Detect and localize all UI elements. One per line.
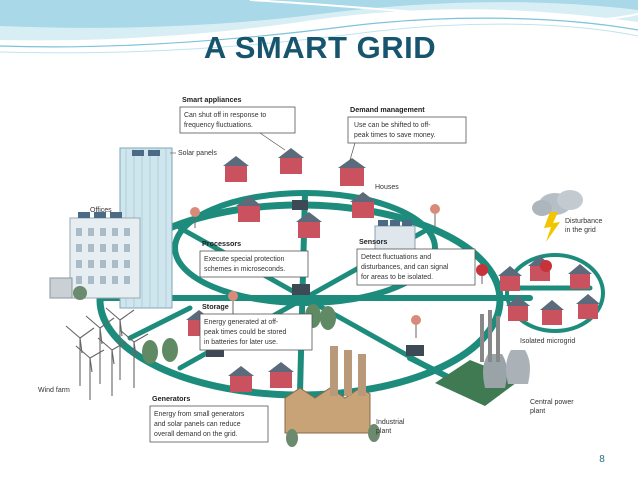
lightning-bolt-icon [544,212,560,242]
callout-heading: Generators [152,394,190,403]
wind-turbine-icon [75,345,105,400]
callout-heading: Demand management [350,105,425,114]
smart-grid-diagram: Smart appliances Can shut off in respons… [38,95,605,447]
disturbance-indicator-icon [540,260,552,272]
callout-heading: Smart appliances [182,95,242,104]
label-isolated-microgrid: Isolated microgrid [520,338,575,345]
callout-sensors: Sensors Detect fluctuations and disturba… [356,237,476,286]
cooling-tower [506,350,530,384]
callout-line: for areas to be isolated. [361,274,433,281]
callout-line: frequency fluctuations. [184,122,253,129]
label-industrial-plant-line-2: plant [376,428,391,435]
house-icon [278,148,304,174]
house-icon [568,264,592,289]
house-icon [350,192,376,218]
callout-line: Detect fluctuations and [361,254,431,261]
callout-line: Execute special protection [204,256,285,263]
backup-generator [49,277,73,299]
solar-panel-array [78,150,160,218]
smokestack [358,354,366,396]
isolated-microgrid [498,253,605,333]
central-power-plant [435,310,530,406]
label-solar-panels: Solar panels [178,150,217,157]
house-icon [296,212,322,238]
industrial-plant [284,346,380,447]
house-icon [576,294,600,319]
house-icon [506,296,530,321]
callout-smart-appliances: Smart appliances Can shut off in respons… [179,95,296,134]
offices-buildings [49,147,173,309]
page-number: 8 [599,454,605,465]
houses-cluster [142,148,376,392]
callout-line: schemes in microseconds. [204,266,285,273]
callout-line: Energy generated at off- [204,319,278,326]
house-icon [498,266,522,291]
house-icon [338,158,366,186]
callout-heading: Storage [202,302,229,311]
callout-line: and solar panels can reduce [154,421,241,428]
label-disturbance-line-1: Disturbance [565,218,602,225]
label-disturbance-line-2: in the grid [565,227,596,234]
label-wind-farm: Wind farm [38,387,70,394]
callout-line: Energy from small generators [154,411,245,418]
house-icon [223,156,249,182]
sensor-icon [476,264,488,284]
callout-processors: Processors Execute special protection sc… [199,239,309,278]
callout-line: disturbances, and can signal [361,264,449,271]
callout-demand-management: Demand management Use can be shifted to … [347,105,467,144]
junction-node [206,346,224,357]
sensor-icon [228,291,238,314]
wind-turbine-icon [85,315,115,384]
label-industrial-plant-line-1: Industrial [376,419,405,426]
storage-tank [73,286,87,300]
smokestack [488,310,492,362]
junction-node [292,284,310,295]
callout-line: peak times to save money. [354,132,436,139]
storm-cloud-icon [532,190,583,242]
label-offices: Offices [90,207,112,214]
battery-storage [142,304,336,364]
smokestack [330,346,338,396]
header-wave-background [0,0,638,54]
callout-storage: Storage Energy generated at off- peak ti… [199,302,313,351]
callout-heading: Sensors [359,237,387,246]
sensor-icon [190,207,200,228]
callout-line: peak times could be stored [204,329,287,336]
house-icon [268,362,294,388]
sensor-icon [430,204,440,228]
callout-line: Use can be shifted to off- [354,122,430,129]
house-icon [540,300,564,325]
callout-line: Can shut off in response to [184,112,266,119]
sensor-icon [411,315,421,338]
callout-line: in batteries for later use. [204,339,278,346]
wind-turbine-icon [105,307,135,380]
wind-turbine-icon [65,325,95,386]
wind-farm [65,307,149,400]
junction-node [406,345,424,356]
wind-farm-link [127,305,193,341]
wind-turbine-icon [119,329,149,388]
label-central-power-plant-line-1: Central power [530,399,574,406]
junction-node [292,200,308,210]
cooling-tower [483,354,507,388]
slide-title: A SMART GRID [203,30,437,65]
wind-turbine-icon [97,337,127,396]
callout-heading: Processors [202,239,241,248]
sensors-on-grid [190,204,488,338]
callout-generators: Generators Energy from small generators … [149,394,269,443]
smokestack [344,350,352,396]
house-icon [236,196,262,222]
label-houses: Houses [375,184,399,191]
smokestack [496,316,500,362]
label-central-power-plant-line-2: plant [530,408,545,415]
smokestack [480,314,484,362]
callout-line: overall demand on the grid. [154,431,238,438]
house-icon [228,366,254,392]
